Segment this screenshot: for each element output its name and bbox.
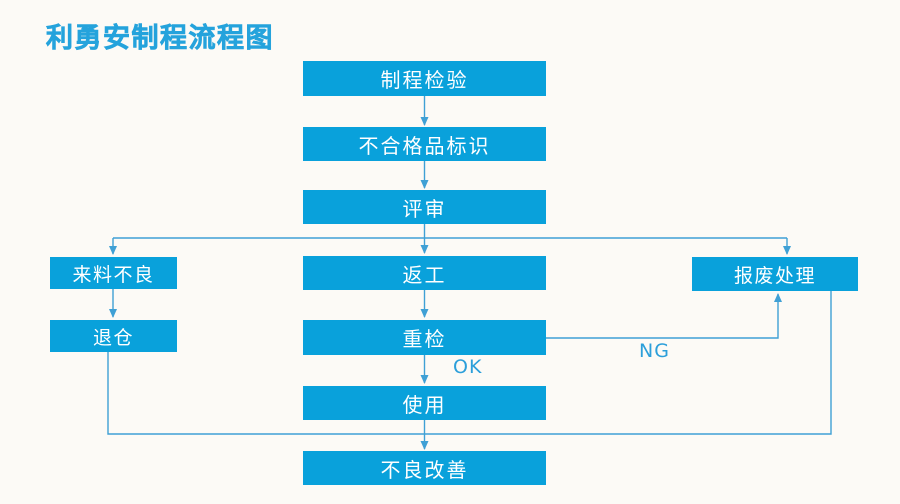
node-incoming-material-defect: 来料不良 bbox=[50, 257, 177, 289]
node-use: 使用 bbox=[303, 386, 546, 420]
edge-recheck-ng-to-scrap bbox=[546, 293, 782, 339]
node-defect-improvement: 不良改善 bbox=[303, 451, 546, 485]
node-rework: 返工 bbox=[303, 256, 546, 290]
edge-label-ok: OK bbox=[453, 356, 483, 378]
node-return-to-warehouse: 退仓 bbox=[50, 320, 177, 352]
edge-label-ng: NG bbox=[639, 340, 670, 362]
node-recheck: 重检 bbox=[303, 320, 546, 355]
page-title: 利勇安制程流程图 bbox=[46, 23, 274, 55]
node-scrap-disposal: 报废处理 bbox=[692, 257, 858, 291]
node-process-inspection: 制程检验 bbox=[303, 61, 546, 96]
node-nonconforming-identification: 不合格品标识 bbox=[303, 127, 546, 161]
node-review: 评审 bbox=[303, 190, 546, 224]
edge-merge-bottom bbox=[107, 291, 832, 435]
